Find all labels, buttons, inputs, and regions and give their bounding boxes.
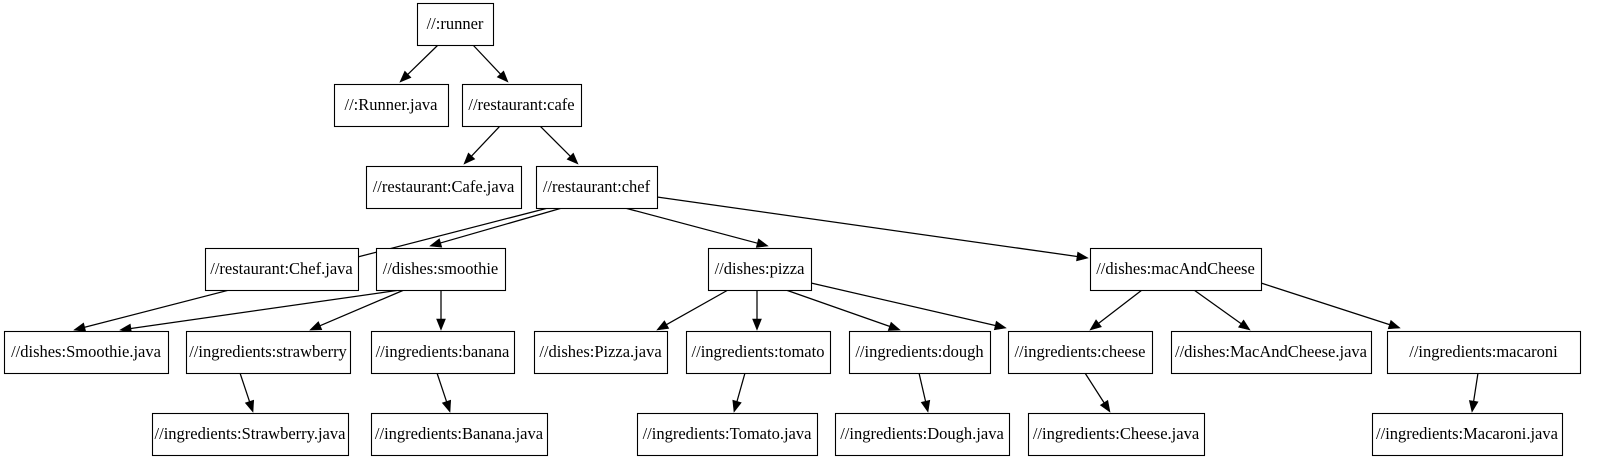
node-ing_dough[interactable]: //ingredients:dough [848, 330, 992, 375]
node-tomato_java[interactable]: //ingredients:Tomato.java [636, 412, 819, 457]
node-ing_strawberry[interactable]: //ingredients:strawberry [185, 330, 352, 375]
node-label-ing_cheese: //ingredients:cheese [1014, 342, 1145, 361]
edge-dishes_macandcheese-to-macandcheese_java [1193, 289, 1251, 331]
edge-ing_strawberry-to-strawberry_java [239, 372, 255, 413]
node-smoothie_java[interactable]: //dishes:Smoothie.java [3, 330, 170, 375]
node-label-tomato_java: //ingredients:Tomato.java [643, 424, 813, 443]
edge-ing_tomato-to-tomato_java [732, 372, 746, 413]
edge-dishes_smoothie-to-smoothie_java [119, 289, 401, 334]
edge-ing_cheese-to-cheese_java [1084, 372, 1111, 413]
edge-runner-to-runner_java [399, 44, 439, 83]
node-label-banana_java: //ingredients:Banana.java [375, 424, 544, 443]
edge-dishes_pizza-to-ing_tomato [752, 290, 762, 331]
edge-dishes_smoothie-to-ing_banana [436, 290, 446, 331]
node-ing_banana[interactable]: //ingredients:banana [370, 330, 516, 375]
node-restaurant_cafe[interactable]: //restaurant:cafe [461, 83, 583, 128]
node-label-restaurant_chef: //restaurant:chef [543, 177, 651, 196]
node-label-restaurant_cafe: //restaurant:cafe [468, 95, 574, 114]
node-pizza_java[interactable]: //dishes:Pizza.java [533, 330, 669, 375]
edge-restaurant_chef-to-dishes_smoothie [429, 207, 563, 248]
edge-dishes_pizza-to-ing_dough [785, 289, 901, 331]
edge-dishes_pizza-to-ing_cheese [810, 282, 1007, 331]
node-dishes_macandcheese[interactable]: //dishes:macAndCheese [1089, 247, 1263, 292]
node-ing_macaroni[interactable]: //ingredients:macaroni [1386, 330, 1582, 375]
edge-runner-to-restaurant_cafe [472, 44, 509, 83]
edge-dishes_macandcheese-to-ing_cheese [1089, 289, 1143, 331]
node-label-smoothie_java: //dishes:Smoothie.java [11, 342, 162, 361]
edge-ing_banana-to-banana_java [436, 372, 452, 413]
node-label-ing_macaroni: //ingredients:macaroni [1409, 342, 1558, 361]
node-label-runner_java: //:Runner.java [344, 95, 438, 114]
node-restaurant_chef[interactable]: //restaurant:chef [535, 165, 659, 210]
node-banana_java[interactable]: //ingredients:Banana.java [370, 412, 549, 457]
edge-ing_macaroni-to-macaroni_java [1468, 372, 1479, 413]
node-label-dough_java: //ingredients:Dough.java [840, 424, 1004, 443]
node-label-ing_dough: //ingredients:dough [855, 342, 984, 361]
node-ing_tomato[interactable]: //ingredients:tomato [685, 330, 832, 375]
node-label-dishes_pizza: //dishes:pizza [715, 259, 805, 278]
node-label-ing_strawberry: //ingredients:strawberry [189, 342, 347, 361]
edge-ing_dough-to-dough_java [918, 372, 931, 413]
node-label-macandcheese_java: //dishes:MacAndCheese.java [1175, 342, 1368, 361]
node-label-pizza_java: //dishes:Pizza.java [539, 342, 662, 361]
edge-dishes_pizza-to-pizza_java [656, 289, 729, 331]
edge-dishes_macandcheese-to-ing_macaroni [1260, 282, 1401, 330]
edge-restaurant_chef-to-dishes_macandcheese [656, 196, 1089, 262]
node-ing_cheese[interactable]: //ingredients:cheese [1007, 330, 1154, 375]
node-label-dishes_smoothie: //dishes:smoothie [383, 259, 499, 278]
node-chef_java[interactable]: //restaurant:Chef.java [204, 247, 360, 292]
node-dough_java[interactable]: //ingredients:Dough.java [834, 412, 1011, 457]
node-dishes_pizza[interactable]: //dishes:pizza [707, 247, 813, 292]
edge-dishes_smoothie-to-ing_strawberry [309, 289, 405, 331]
node-macandcheese_java[interactable]: //dishes:MacAndCheese.java [1170, 330, 1373, 375]
node-label-chef_java: //restaurant:Chef.java [210, 259, 353, 278]
node-label-ing_tomato: //ingredients:tomato [692, 342, 825, 361]
node-runner_java[interactable]: //:Runner.java [333, 83, 450, 128]
node-label-ing_banana: //ingredients:banana [376, 342, 510, 361]
node-label-macaroni_java: //ingredients:Macaroni.java [1376, 424, 1559, 443]
node-label-strawberry_java: //ingredients:Strawberry.java [155, 424, 347, 443]
node-cafe_java[interactable]: //restaurant:Cafe.java [365, 165, 523, 210]
node-label-cheese_java: //ingredients:Cheese.java [1033, 424, 1200, 443]
node-cheese_java[interactable]: //ingredients:Cheese.java [1027, 412, 1206, 457]
node-label-dishes_macandcheese: //dishes:macAndCheese [1096, 259, 1255, 278]
edge-restaurant_cafe-to-cafe_java [463, 125, 501, 165]
node-runner[interactable]: //:runner [416, 2, 495, 47]
node-dishes_smoothie[interactable]: //dishes:smoothie [375, 247, 507, 292]
node-strawberry_java[interactable]: //ingredients:Strawberry.java [151, 412, 350, 457]
edge-restaurant_chef-to-dishes_pizza [624, 207, 769, 248]
node-label-runner: //:runner [427, 14, 484, 33]
nodes-layer: //:runner //:Runner.java //restaurant:cafe… [3, 2, 1582, 457]
node-label-cafe_java: //restaurant:Cafe.java [373, 177, 515, 196]
node-macaroni_java[interactable]: //ingredients:Macaroni.java [1371, 412, 1564, 457]
edge-restaurant_cafe-to-restaurant_chef [539, 125, 579, 165]
